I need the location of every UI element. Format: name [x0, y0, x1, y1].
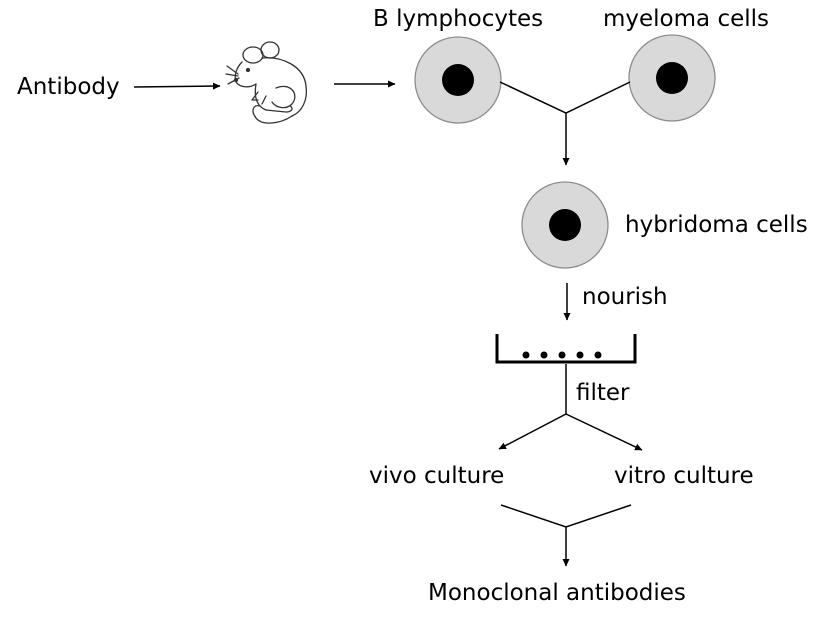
hybridoma-cells-label: hybridoma cells [625, 212, 808, 238]
b-lymphocytes-label: B lymphocytes [373, 6, 544, 32]
arrow-split-vivo [498, 413, 567, 450]
myeloma-cells-label: myeloma cells [603, 6, 769, 32]
antibody-label: Antibody [17, 74, 120, 100]
arrow-antibody-to-mouse [133, 82, 221, 90]
filter-label: filter [576, 380, 630, 406]
nourish-label: nourish [582, 284, 668, 310]
vitro-culture-label: vitro culture [614, 463, 754, 489]
mouse-icon [225, 41, 308, 124]
hybridoma-cell [521, 181, 609, 269]
vivo-culture-label: vivo culture [369, 463, 505, 489]
fusion-connector [499, 81, 631, 114]
merge-connector [500, 504, 632, 528]
monoclonal-antibodies-label: Monoclonal antibodies [428, 580, 686, 606]
b-lymphocyte-cell [414, 36, 502, 124]
arrow-split-vitro [565, 413, 643, 451]
myeloma-cell [628, 34, 716, 122]
culture-dish-icon [495, 334, 637, 364]
